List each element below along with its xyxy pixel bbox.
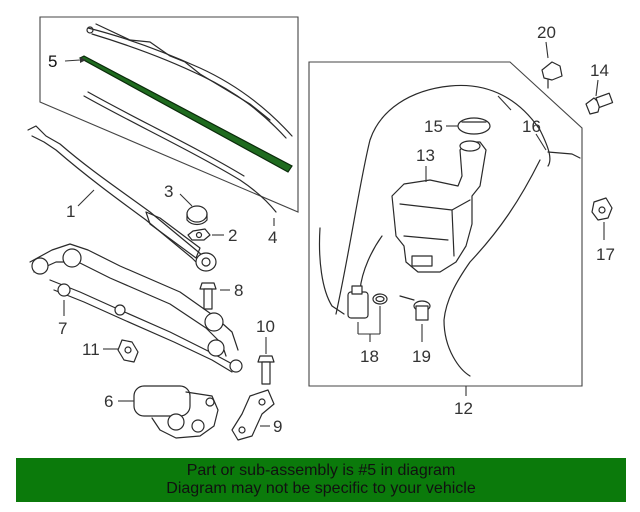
callout-17: 17 — [596, 245, 615, 264]
callout-7: 7 — [58, 319, 67, 338]
wiper-arm — [27, 125, 217, 272]
callout-14: 14 — [590, 61, 609, 80]
filler-cap — [457, 117, 491, 135]
callout-18: 18 — [360, 347, 379, 366]
washer-reservoir — [391, 140, 487, 273]
callout-16: 16 — [522, 117, 541, 136]
callout-1: 1 — [66, 202, 75, 221]
callout-11: 11 — [82, 340, 100, 359]
callout-20: 20 — [537, 23, 556, 42]
callout-8: 8 — [234, 281, 243, 300]
wiper-linkage — [29, 243, 243, 373]
callout-12: 12 — [454, 399, 473, 418]
washer-group-box — [308, 61, 583, 387]
bracket-11 — [117, 339, 139, 363]
bolt-10 — [257, 355, 275, 385]
bolt-14 — [585, 92, 614, 115]
callout-4: 4 — [268, 228, 277, 247]
callout-3: 3 — [164, 182, 173, 201]
wiper-motor — [133, 385, 219, 439]
banner-line-1: Part or sub-assembly is #5 in diagram — [186, 462, 456, 479]
callout-6: 6 — [104, 392, 113, 411]
pivot-nut — [187, 228, 211, 241]
pivot-cap — [186, 205, 208, 226]
parts-diagram: 5 1 3 2 4 7 8 11 10 6 9 13 15 16 20 14 1… — [27, 16, 615, 441]
banner-line-2: Diagram may not be specific to your vehi… — [166, 480, 476, 497]
callout-13: 13 — [416, 146, 435, 165]
callout-5: 5 — [48, 52, 57, 71]
callout-9: 9 — [273, 417, 282, 436]
washer-hoses — [318, 84, 581, 377]
wiper-blade-refill-highlight[interactable] — [78, 55, 293, 173]
callout-15: 15 — [424, 117, 443, 136]
washer-nozzle — [541, 61, 563, 89]
wiper-blade-assembly — [83, 23, 293, 213]
leader-lines — [63, 41, 605, 427]
washer-pump — [347, 285, 388, 319]
bracket-9 — [231, 389, 275, 441]
callout-2: 2 — [228, 226, 237, 245]
level-sensor — [399, 295, 431, 321]
hose-clip — [591, 197, 613, 221]
info-banner: Part or sub-assembly is #5 in diagram Di… — [16, 458, 626, 502]
callout-labels: 5 1 3 2 4 7 8 11 10 6 9 13 15 16 20 14 1… — [48, 23, 615, 436]
blade-group-box — [39, 16, 299, 213]
callout-19: 19 — [412, 347, 431, 366]
callout-10: 10 — [256, 317, 275, 336]
bolt-8 — [199, 282, 217, 310]
